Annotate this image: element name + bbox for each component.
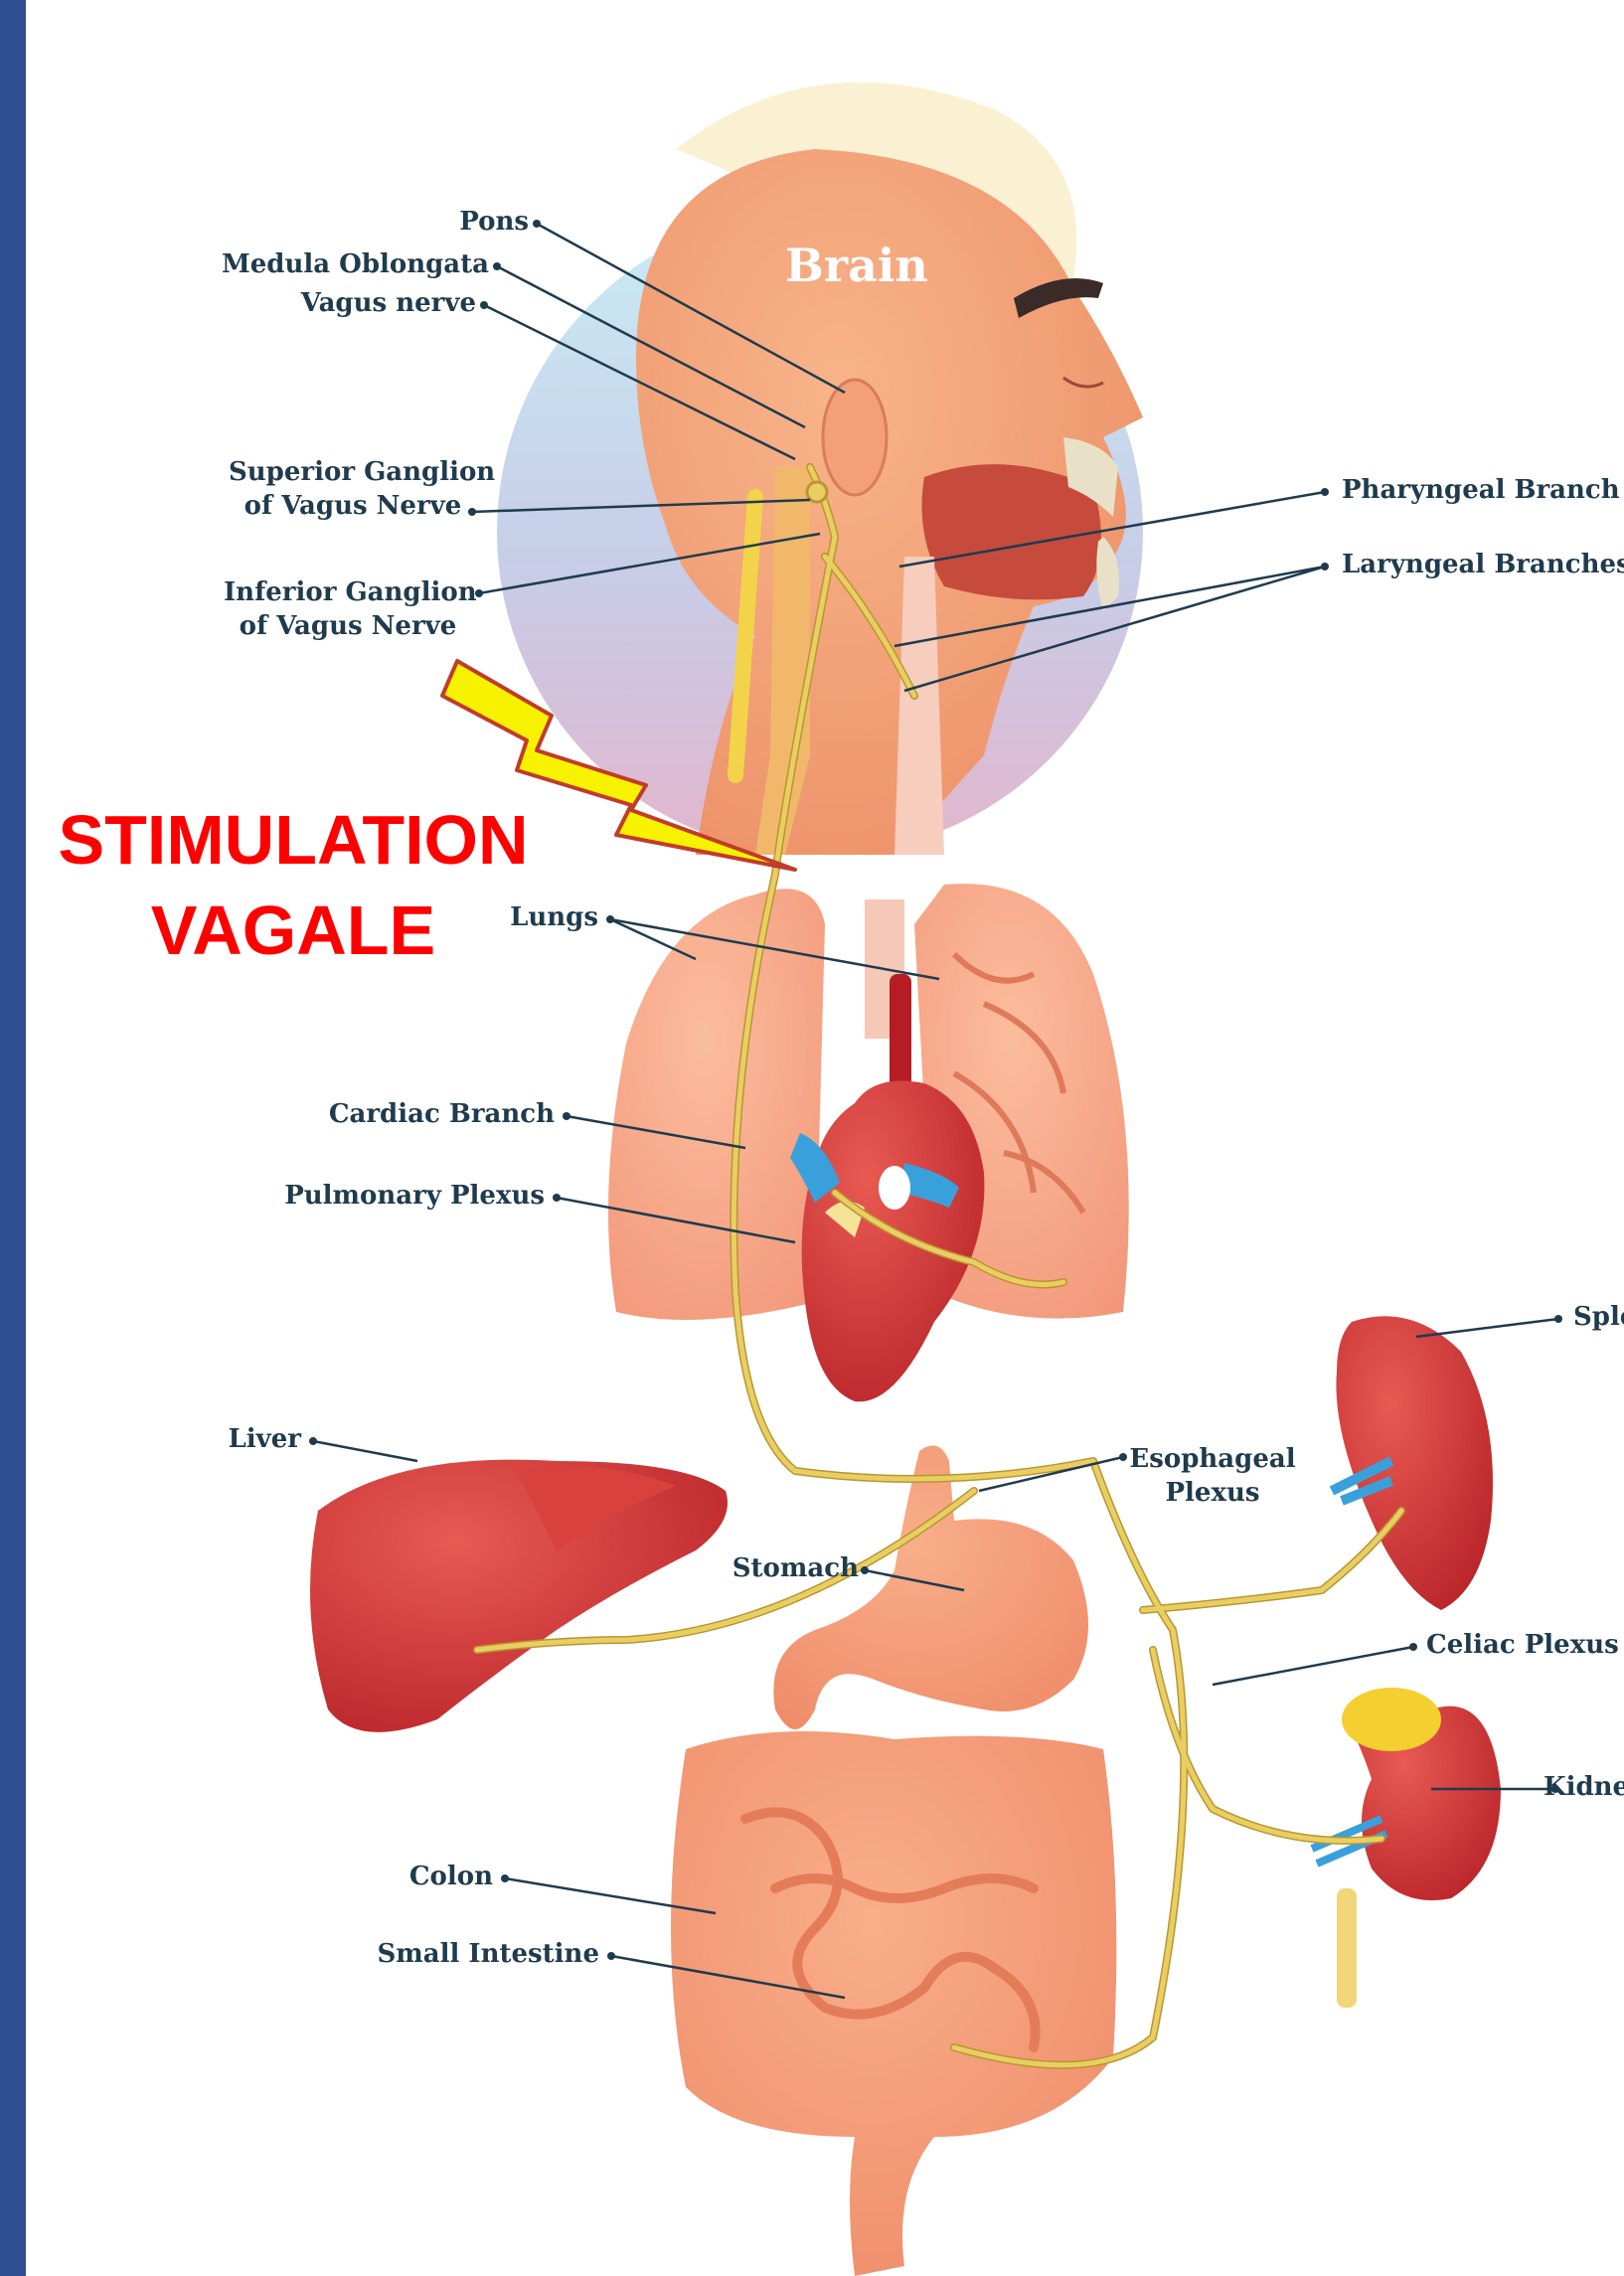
brain-title: Brain: [785, 239, 928, 292]
label-cardiac-branch: Cardiac Branch: [329, 1098, 555, 1132]
label-pons: Pons: [459, 206, 529, 240]
label-esophageal-plexus: Esophageal Plexus: [1128, 1443, 1297, 1511]
label-colon: Colon: [409, 1861, 493, 1894]
stimulation-headline: STIMULATION VAGALE: [40, 795, 547, 976]
label-vagus-nerve: Vagus nerve: [301, 287, 476, 321]
left-frame-bar: [0, 0, 26, 2276]
label-pharyngeal-branch: Pharyngeal Branch: [1342, 474, 1620, 508]
label-celiac-plexus: Celiac Plexus: [1426, 1629, 1619, 1663]
kidney-icon: [1312, 1688, 1501, 2008]
liver-icon: [310, 1460, 728, 1732]
label-esophageal-plexus-line2: Plexus: [1128, 1477, 1297, 1511]
head-icon: [497, 82, 1143, 855]
label-liver: Liver: [228, 1423, 301, 1457]
label-inferior-ganglion-line1: Inferior Ganglion: [224, 576, 472, 610]
label-pulmonary-plexus: Pulmonary Plexus: [284, 1180, 545, 1214]
intestine-icon: [671, 1731, 1116, 2276]
label-superior-ganglion-line1: Superior Ganglion: [229, 456, 477, 490]
label-superior-ganglion-line2: of Vagus Nerve: [229, 490, 477, 524]
label-kidney: Kidne: [1543, 1771, 1624, 1805]
label-esophageal-plexus-line1: Esophageal: [1128, 1443, 1297, 1477]
label-inferior-ganglion: Inferior Ganglion of Vagus Nerve: [224, 576, 472, 644]
label-spleen: Spleen: [1573, 1301, 1624, 1335]
stimulation-headline-line1: STIMULATION: [40, 795, 547, 886]
label-lungs: Lungs: [510, 901, 598, 935]
label-medula-oblongata: Medula Oblongata: [222, 248, 489, 282]
label-inferior-ganglion-line2: of Vagus Nerve: [224, 610, 472, 644]
label-superior-ganglion: Superior Ganglion of Vagus Nerve: [229, 456, 477, 524]
label-laryngeal-branches: Laryngeal Branches: [1342, 549, 1624, 582]
label-stomach: Stomach: [732, 1552, 859, 1586]
stimulation-headline-line2: VAGALE: [40, 886, 547, 976]
label-small-intestine: Small Intestine: [377, 1938, 599, 1972]
